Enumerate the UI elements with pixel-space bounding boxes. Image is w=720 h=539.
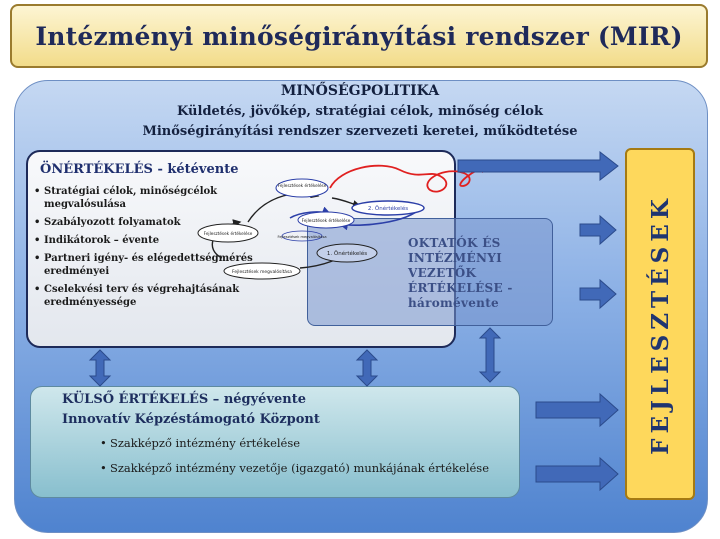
arrow-right-icon xyxy=(535,392,619,428)
external-evaluation-list: Szakképző intézmény értékelése Szakképző… xyxy=(100,436,520,486)
cycle-step-label: 1. Önértékelés xyxy=(327,250,367,257)
arrow-right-icon xyxy=(579,214,617,246)
list-item: Szakképző intézmény vezetője (igazgató) … xyxy=(100,461,520,475)
policy-title: MINŐSÉGPOLITIKA xyxy=(280,83,440,99)
external-evaluation-title: KÜLSŐ ÉRTÉKELÉS – négyévente xyxy=(62,392,307,407)
policy-line-1: Küldetés, jövőkép, stratégiai célok, min… xyxy=(177,104,543,119)
policy-line-2: Minőségirányítási rendszer szervezeti ke… xyxy=(142,124,578,139)
list-item: Szabályozott folyamatok xyxy=(34,216,254,229)
list-item: Szakképző intézmény értékelése xyxy=(100,436,520,450)
cycle-node xyxy=(275,178,329,198)
self-assessment-title: ÖNÉRTÉKELÉS - kétévente xyxy=(40,162,239,177)
cycle-node xyxy=(281,230,323,242)
cycle-node-label: Fejlesztések értékelése xyxy=(278,183,327,188)
list-item: Indikátorok – évente xyxy=(34,234,254,247)
cycle-node-label: Fejlesztések értékelése xyxy=(204,231,253,236)
list-item: Cselekvési terv és végrehajtásának eredm… xyxy=(34,283,254,309)
page-title: Intézményi minőségirányítási rendszer (M… xyxy=(35,21,683,51)
cycle-node xyxy=(197,223,259,243)
double-arrow-icon xyxy=(478,327,502,383)
arrow-right-icon xyxy=(535,456,619,492)
cycle-node xyxy=(223,262,301,280)
cycle-step-node xyxy=(351,200,425,216)
external-evaluation-subtitle: Innovatív Képzéstámogató Központ xyxy=(62,412,320,427)
cycle-node-label: Fejlesztések értékelése xyxy=(302,218,351,223)
development-label-wrap: FEJLESZTÉSEK xyxy=(625,148,695,500)
list-item: Stratégiai célok, minőségcélok megvalósu… xyxy=(34,185,254,211)
teacher-evaluation-label: OKTATÓK ÉS INTÉZMÉNYI VEZETŐK ÉRTÉKELÉSE… xyxy=(408,236,513,310)
list-item: Partneri igény- és elégedettségmérés ere… xyxy=(34,252,254,278)
development-box xyxy=(625,148,695,500)
cycle-node-label: Fejlesztések megvalósítása xyxy=(277,235,326,239)
double-arrow-icon xyxy=(88,349,112,387)
double-arrow-icon xyxy=(355,349,379,387)
cycle-step-label: 2. Önértékelés xyxy=(368,205,408,212)
title-banner: Intézményi minőségirányítási rendszer (M… xyxy=(10,4,708,68)
cycle-spiral-arrow xyxy=(329,162,492,193)
self-assessment-list: Stratégiai célok, minőségcélok megvalósu… xyxy=(34,185,254,314)
teacher-evaluation-box xyxy=(307,218,553,326)
arrow-right-icon xyxy=(579,278,617,310)
cycle-step-node xyxy=(316,243,378,263)
cycle-node-label: Fejlesztések megvalósítása xyxy=(232,268,292,275)
development-label: FEJLESZTÉSEK xyxy=(646,193,674,455)
cycle-node xyxy=(297,211,355,229)
arrow-right-icon xyxy=(457,150,619,182)
